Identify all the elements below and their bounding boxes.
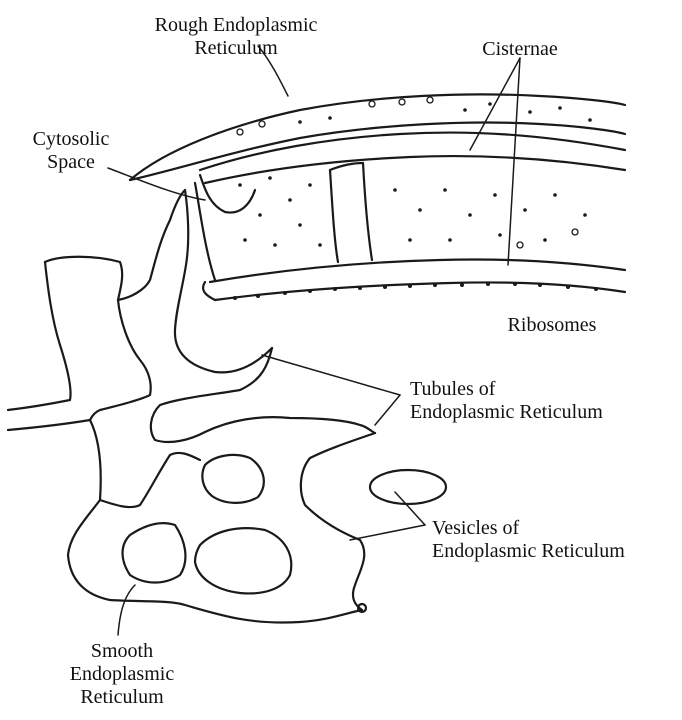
cytosolic-space-label-line1: Cytosolic (16, 128, 126, 151)
tubules-label: Tubules of Endoplasmic Reticulum (410, 378, 672, 424)
tubules-label-line1: Tubules of (410, 378, 672, 401)
rough-er-label-line2: Reticulum (120, 37, 352, 60)
vesicles-label-line2: Endoplasmic Reticulum (432, 540, 678, 563)
cisternae-label-text: Cisternae (455, 38, 585, 61)
smooth-er-network (8, 190, 446, 623)
smooth-er-label: Smooth Endoplasmic Reticulum (52, 640, 192, 709)
tubules-label-line2: Endoplasmic Reticulum (410, 401, 672, 424)
rough-er-label-line1: Rough Endoplasmic (120, 14, 352, 37)
ribosomes-label-text: Ribosomes (482, 314, 622, 337)
cytosolic-space-label-line2: Space (16, 151, 126, 174)
ribosomes-label: Ribosomes (482, 314, 622, 337)
vesicles-label: Vesicles of Endoplasmic Reticulum (432, 517, 678, 563)
smooth-er-label-line1: Smooth (52, 640, 192, 663)
vesicles-label-line1: Vesicles of (432, 517, 678, 540)
ribosome-dots (233, 97, 598, 300)
rough-er-label: Rough Endoplasmic Reticulum (120, 14, 352, 60)
cisternae-label: Cisternae (455, 38, 585, 61)
cytosolic-space-label: Cytosolic Space (16, 128, 126, 174)
smooth-er-label-line2: Endoplasmic (52, 663, 192, 686)
rough-er-membranes (130, 94, 625, 300)
smooth-er-label-line3: Reticulum (52, 686, 192, 709)
